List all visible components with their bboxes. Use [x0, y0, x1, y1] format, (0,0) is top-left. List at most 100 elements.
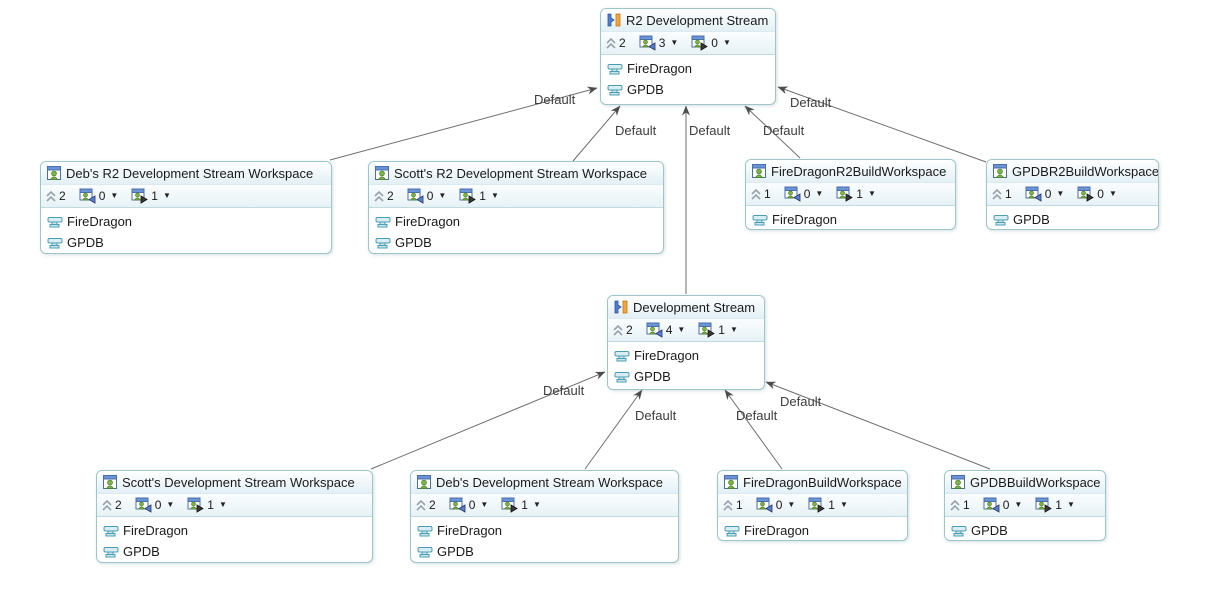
component-row[interactable]: GPDB	[97, 541, 372, 562]
component-row[interactable]: FireDragon	[718, 520, 907, 540]
incoming-count: 3	[658, 36, 666, 50]
component-row[interactable]: GPDB	[411, 541, 678, 562]
component-icon	[607, 61, 623, 76]
node-title: Scott's Development Stream Workspace	[122, 474, 355, 490]
component-row[interactable]: FireDragon	[411, 520, 678, 541]
node-debs-r2-development-stream-workspace[interactable]: Deb's R2 Development Stream Workspace 2 …	[40, 161, 332, 254]
dropdown-caret-icon: ▼	[218, 500, 227, 509]
flow-edge-label[interactable]: Default	[689, 123, 731, 138]
node-components: FireDragon GPDB	[608, 342, 764, 387]
node-gpdb-r2-build-workspace[interactable]: GPDBR2BuildWorkspace 1 0 ▼ 0 ▼ GPDB	[986, 159, 1159, 230]
baselines-stat: 1	[950, 498, 970, 512]
node-stats-row: 1 0 ▼ 1 ▼	[718, 494, 907, 517]
node-titlebar: Development Stream	[608, 296, 764, 319]
node-stats-row: 2 3 ▼ 0 ▼	[601, 32, 775, 55]
incoming-changes-dropdown[interactable]: 0 ▼	[756, 497, 795, 513]
component-row[interactable]: GPDB	[987, 209, 1158, 229]
node-development-stream[interactable]: Development Stream 2 4 ▼ 1 ▼ FireDragon	[607, 295, 765, 390]
flow-arrow	[572, 105, 621, 162]
component-row[interactable]: GPDB	[608, 366, 764, 387]
node-components: FireDragon	[746, 206, 955, 229]
incoming-changes-dropdown[interactable]: 0 ▼	[407, 188, 446, 204]
incoming-changes-dropdown[interactable]: 0 ▼	[449, 497, 488, 513]
incoming-changes-icon	[79, 188, 96, 204]
outgoing-changes-dropdown[interactable]: 1 ▼	[459, 188, 499, 204]
outgoing-changes-dropdown[interactable]: 1 ▼	[698, 322, 738, 338]
outgoing-changes-dropdown[interactable]: 1 ▼	[836, 186, 876, 202]
component-row[interactable]: FireDragon	[97, 520, 372, 541]
incoming-count: 0	[426, 189, 434, 203]
node-titlebar: FireDragonBuildWorkspace	[718, 471, 907, 494]
incoming-changes-dropdown[interactable]: 0 ▼	[135, 497, 174, 513]
outgoing-changes-dropdown[interactable]: 0 ▼	[691, 35, 731, 51]
node-components: GPDB	[945, 517, 1105, 540]
stream-icon	[606, 12, 622, 28]
component-row[interactable]: GPDB	[945, 520, 1105, 540]
component-name: FireDragon	[67, 214, 133, 229]
node-components: FireDragon GPDB	[97, 517, 372, 562]
repository-workspace-icon	[950, 474, 966, 490]
repository-workspace-icon	[416, 474, 432, 490]
component-name: FireDragon	[437, 523, 503, 538]
flow-arrow	[724, 389, 783, 470]
node-stats-row: 2 0 ▼ 1 ▼	[369, 185, 663, 208]
node-scotts-development-stream-workspace[interactable]: Scott's Development Stream Workspace 2 0…	[96, 470, 373, 563]
outgoing-changes-dropdown[interactable]: 1 ▼	[187, 497, 227, 513]
node-debs-development-stream-workspace[interactable]: Deb's Development Stream Workspace 2 0 ▼…	[410, 470, 679, 563]
node-firedragon-build-workspace[interactable]: FireDragonBuildWorkspace 1 0 ▼ 1 ▼ FireD…	[717, 470, 908, 541]
flow-edge-label[interactable]: Default	[635, 408, 677, 423]
outgoing-changes-dropdown[interactable]: 1 ▼	[1035, 497, 1075, 513]
component-row[interactable]: FireDragon	[369, 211, 663, 232]
node-titlebar: Deb's R2 Development Stream Workspace	[41, 162, 331, 185]
node-stats-row: 1 0 ▼ 1 ▼	[746, 183, 955, 206]
baselines-stat: 2	[416, 498, 436, 512]
outgoing-changes-dropdown[interactable]: 1 ▼	[501, 497, 541, 513]
component-row[interactable]: FireDragon	[601, 58, 775, 79]
component-row[interactable]: FireDragon	[41, 211, 331, 232]
node-stats-row: 1 0 ▼ 1 ▼	[945, 494, 1105, 517]
incoming-changes-dropdown[interactable]: 0 ▼	[983, 497, 1022, 513]
node-stats-row: 2 0 ▼ 1 ▼	[411, 494, 678, 517]
incoming-changes-dropdown[interactable]: 3 ▼	[639, 35, 678, 51]
flow-edge-label[interactable]: Default	[543, 383, 585, 398]
flow-edge-label[interactable]: Default	[534, 92, 576, 107]
component-row[interactable]: GPDB	[369, 232, 663, 253]
component-row[interactable]: FireDragon	[746, 209, 955, 229]
flow-edge-label[interactable]: Default	[780, 394, 822, 409]
flow-edge-label[interactable]: Default	[790, 95, 832, 110]
double-chevron-up-icon	[723, 499, 733, 511]
flow-edge-label[interactable]: Default	[615, 123, 657, 138]
node-firedragon-r2-build-workspace[interactable]: FireDragonR2BuildWorkspace 1 0 ▼ 1 ▼ Fir…	[745, 159, 956, 230]
component-icon	[47, 214, 63, 229]
component-name: GPDB	[634, 369, 671, 384]
component-row[interactable]: GPDB	[601, 79, 775, 100]
dropdown-caret-icon: ▼	[839, 500, 848, 509]
outgoing-count: 0	[1097, 187, 1104, 201]
outgoing-changes-icon	[808, 497, 826, 513]
outgoing-changes-dropdown[interactable]: 1 ▼	[131, 188, 171, 204]
dropdown-caret-icon: ▼	[677, 325, 686, 334]
node-r2-development-stream[interactable]: R2 Development Stream 2 3 ▼ 0 ▼ FireDrag…	[600, 8, 776, 105]
node-gpdb-build-workspace[interactable]: GPDBBuildWorkspace 1 0 ▼ 1 ▼ GPDB	[944, 470, 1106, 541]
repository-workspace-icon	[992, 163, 1008, 179]
component-row[interactable]: GPDB	[41, 232, 331, 253]
incoming-changes-dropdown[interactable]: 0 ▼	[784, 186, 823, 202]
flow-edge-label[interactable]: Default	[763, 123, 805, 138]
component-name: FireDragon	[627, 61, 693, 76]
incoming-changes-dropdown[interactable]: 0 ▼	[79, 188, 118, 204]
node-title: FireDragonBuildWorkspace	[743, 474, 902, 490]
baselines-count: 2	[59, 189, 66, 203]
node-titlebar: FireDragonR2BuildWorkspace	[746, 160, 955, 183]
component-name: GPDB	[971, 523, 1008, 538]
component-name: GPDB	[123, 544, 160, 559]
outgoing-changes-dropdown[interactable]: 0 ▼	[1077, 186, 1117, 202]
outgoing-changes-dropdown[interactable]: 1 ▼	[808, 497, 848, 513]
incoming-changes-dropdown[interactable]: 0 ▼	[1025, 186, 1064, 202]
baselines-count: 1	[736, 498, 743, 512]
outgoing-changes-icon	[459, 188, 477, 204]
component-row[interactable]: FireDragon	[608, 345, 764, 366]
node-scotts-r2-development-stream-workspace[interactable]: Scott's R2 Development Stream Workspace …	[368, 161, 664, 254]
incoming-changes-dropdown[interactable]: 4 ▼	[646, 322, 686, 338]
node-components: FireDragon	[718, 517, 907, 540]
flow-edge-label[interactable]: Default	[736, 408, 778, 423]
